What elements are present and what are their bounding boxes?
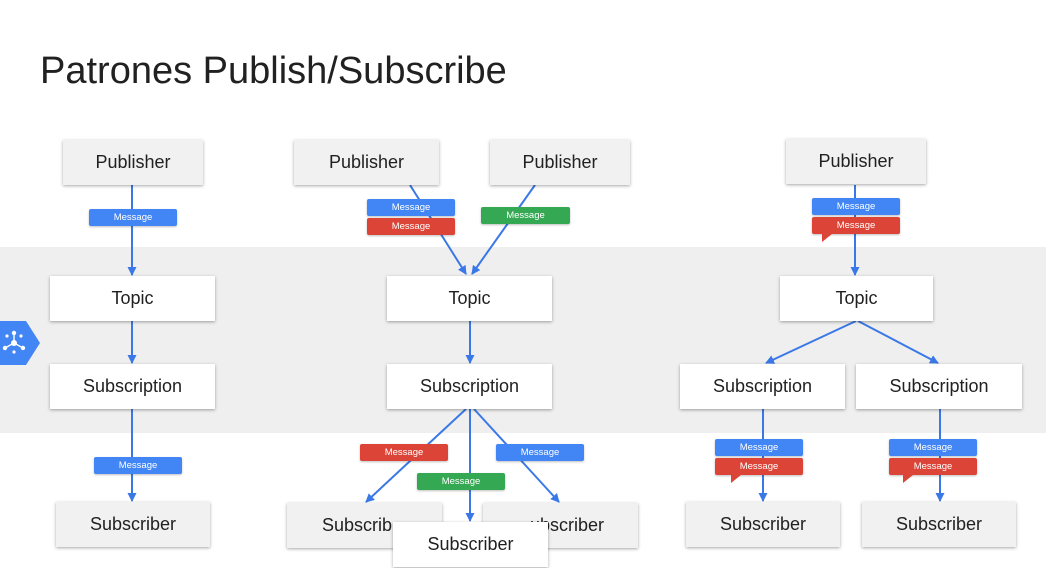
- p3-subscriber2-message-tail: [903, 475, 913, 483]
- p1-message-badge: Message: [89, 209, 177, 226]
- p1-subscriber-box: Subscriber: [56, 502, 210, 547]
- p1-delivered-message-badge: Message: [94, 457, 182, 474]
- p2-subscriber3-message-blue: Message: [496, 444, 584, 461]
- p3-subscriber1-message-tail: [731, 475, 741, 483]
- p3-subscriber1-message-red: Message: [715, 458, 803, 475]
- p2-publisher1-box: Publisher: [294, 140, 439, 185]
- p3-subscription1-box: Subscription: [680, 364, 845, 409]
- p2-publisher1-message-blue: Message: [367, 199, 455, 216]
- p1-topic-box: Topic: [50, 276, 215, 321]
- p2-topic-box: Topic: [387, 276, 552, 321]
- p2-subscriber2-box: Subscriber: [393, 522, 548, 567]
- cloud-pubsub-icon: [0, 321, 40, 365]
- p3-publisher-box: Publisher: [786, 139, 926, 184]
- p2-subscriber2-message-green: Message: [417, 473, 505, 490]
- arrow-p3-topic-subscription1: [765, 320, 857, 364]
- p3-publisher-message-tail: [822, 234, 832, 242]
- p3-subscriber2-message-blue: Message: [889, 439, 977, 456]
- p2-publisher2-box: Publisher: [490, 140, 630, 185]
- p3-topic-box: Topic: [780, 276, 933, 321]
- p3-subscriber1-box: Subscriber: [686, 502, 840, 547]
- p3-subscription2-box: Subscription: [856, 364, 1022, 409]
- p3-subscriber2-message-red: Message: [889, 458, 977, 475]
- p1-subscription-box: Subscription: [50, 364, 215, 409]
- p3-subscriber1-message-blue: Message: [715, 439, 803, 456]
- p2-publisher1-message-red: Message: [367, 218, 455, 235]
- arrow-p3-topic-subscription2: [857, 320, 939, 364]
- page-title: Patrones Publish/Subscribe: [40, 50, 507, 92]
- p3-publisher-message-red: Message: [812, 217, 900, 234]
- arrow-p2-publisher2-topic: [471, 184, 536, 275]
- p2-subscriber3-box: ubscriber: [483, 503, 638, 548]
- p2-subscriber1-message-red: Message: [360, 444, 448, 461]
- p1-publisher-box: Publisher: [63, 140, 203, 185]
- p2-publisher2-message-green: Message: [481, 207, 570, 224]
- p3-publisher-message-blue: Message: [812, 198, 900, 215]
- p3-subscriber2-box: Subscriber: [862, 502, 1016, 547]
- p2-subscription-box: Subscription: [387, 364, 552, 409]
